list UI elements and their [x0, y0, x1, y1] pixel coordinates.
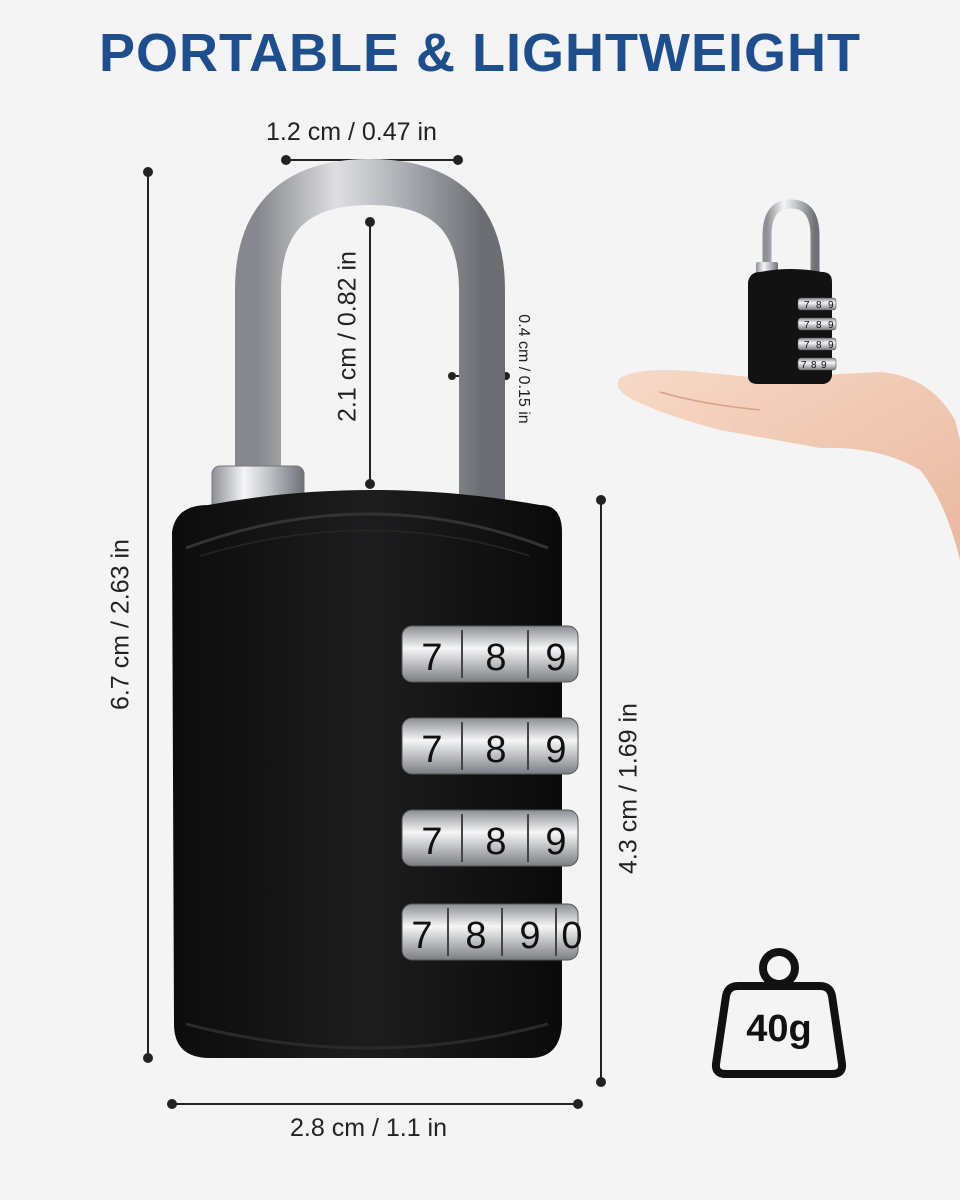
body-height-label: 4.3 cm / 1.69 in	[614, 703, 643, 874]
dial-4-digit-4: 0	[561, 915, 582, 957]
mini-dial-3-digit-1: 7	[804, 340, 810, 351]
dial-1-digit-3: 9	[545, 637, 566, 679]
page-title: PORTABLE & LIGHTWEIGHT	[99, 23, 861, 83]
dial-4-digit-1: 7	[411, 915, 432, 957]
shackle-width-label: 1.2 cm / 0.47 in	[266, 118, 437, 146]
dial-1-digit-1: 7	[421, 637, 442, 679]
mini-dial-3-digit-2: 8	[816, 340, 822, 351]
combination-dials: 7 8 9 7 8 9 7 8 9 7 8 9 0	[401, 625, 583, 961]
mini-dial-4-digit-2: 8	[811, 360, 817, 371]
weight-label: 40g	[746, 1008, 812, 1050]
dial-3-digit-1: 7	[421, 821, 442, 863]
mini-dial-2-digit-1: 7	[804, 320, 810, 331]
shackle-thickness-label: 0.4 cm / 0.15 in	[515, 314, 532, 424]
dial-4-digit-3: 9	[519, 915, 540, 957]
dial-3-digit-2: 8	[485, 821, 506, 863]
weight-icon	[711, 948, 847, 1078]
dial-4-digit-2: 8	[465, 915, 486, 957]
mini-dial-4-digit-3: 9	[821, 360, 827, 371]
dial-2-digit-2: 8	[485, 729, 506, 771]
mini-dial-2-digit-2: 8	[816, 320, 822, 331]
dial-3-digit-3: 9	[545, 821, 566, 863]
mini-dial-1-digit-3: 9	[828, 300, 834, 311]
dial-1-digit-2: 8	[485, 637, 506, 679]
mini-dial-4-digit-1: 7	[801, 360, 807, 371]
body-width-label: 2.8 cm / 1.1 in	[290, 1114, 448, 1142]
dial-2-digit-1: 7	[421, 729, 442, 771]
mini-dial-1-digit-1: 7	[804, 300, 810, 311]
mini-dial-1-digit-2: 8	[816, 300, 822, 311]
hand-with-padlock: 7 8 9 7 8 9 7 8 9 7 8 9	[617, 199, 960, 560]
shackle-height-label: 2.1 cm / 0.82 in	[333, 251, 362, 422]
mini-dial-2-digit-3: 9	[828, 320, 834, 331]
mini-dial-3-digit-3: 9	[828, 340, 834, 351]
total-height-label: 6.7 cm / 2.63 in	[106, 539, 135, 710]
dial-2-digit-3: 9	[545, 729, 566, 771]
